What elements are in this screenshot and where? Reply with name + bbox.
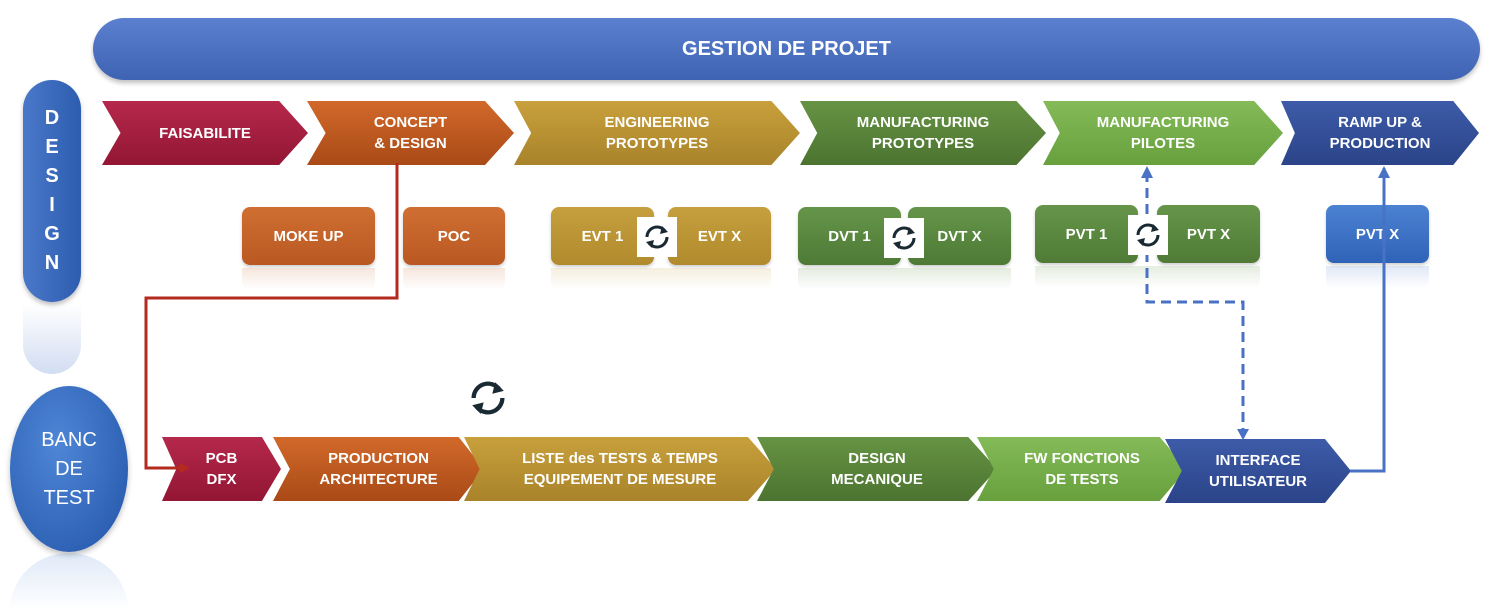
step-label: FW FONCTIONS [1024,450,1140,467]
phase-label: FAISABILITE [159,124,251,142]
card-pvt-x-ramp: PVT X [1326,205,1429,263]
step-interface-utilisateur: INTERFACE UTILISATEUR [1165,439,1351,503]
design-letter: N [44,252,60,274]
card-label: DVT 1 [828,227,871,245]
step-label-line2: ARCHITECTURE [319,471,438,488]
phase-ramp-up-production: RAMP UP & PRODUCTION [1281,101,1479,165]
banner-title: GESTION DE PROJET [682,37,891,60]
card-label: PVT X [1355,225,1400,243]
design-letter: S [45,165,59,187]
project-management-banner: GESTION DE PROJET [93,18,1480,80]
step-label-line2: EQUIPEMENT DE MESURE [523,471,717,488]
card-evt-x: EVT X [668,207,771,265]
step-label-line2: DE TESTS [1045,471,1119,488]
design-letter: G [44,223,60,245]
red-connector [144,163,399,473]
design-letter: D [44,107,60,129]
card-label: EVT 1 [581,227,624,245]
step-label: INTERFACE [1215,452,1301,469]
card-dvt-x: DVT X [908,207,1011,265]
card-moke-up: MOKE UP [242,207,375,265]
refresh-cycle-icon [458,375,518,421]
design-letter: I [49,194,55,216]
phase-faisabilite: FAISABILITE [102,101,308,165]
step-fw-fonctions-tests: FW FONCTIONS DE TESTS [977,437,1187,501]
test-bench-side-label: BANC DE TEST [10,386,128,552]
blue-return-connector [1350,166,1390,473]
test-bench-line: DE [55,457,83,480]
step-label-line2: MECANIQUE [831,471,923,488]
phase-label: RAMP UP & [1338,114,1422,131]
test-bench-line: BANC [41,428,97,451]
step-label: DESIGN [848,450,906,467]
phase-label: MANUFACTURING [1096,114,1230,131]
phase-label-line2: PILOTES [1130,135,1196,152]
phase-label: MANUFACTURING [856,114,990,131]
phase-manufacturing-prototypes: MANUFACTURING PROTOTYPES [800,101,1046,165]
step-tests-equipment: LISTE des TESTS & TEMPS EQUIPEMENT DE ME… [464,437,776,501]
card-label: DVT X [937,227,982,245]
phase-label-line2: PROTOTYPES [605,135,709,152]
card-label: MOKE UP [273,227,344,245]
step-design-mecanique: DESIGN MECANIQUE [757,437,997,501]
step-label-line2: DFX [206,471,237,488]
phase-label: CONCEPT [373,114,448,131]
test-bench-line: TEST [43,486,95,509]
step-label: PRODUCTION [328,450,429,467]
card-dvt-1: DVT 1 [798,207,901,265]
step-production-architecture: PRODUCTION ARCHITECTURE [273,437,484,501]
card-evt-1: EVT 1 [551,207,654,265]
phase-manufacturing-pilotes: MANUFACTURING PILOTES [1043,101,1283,165]
card-reflection [242,268,375,290]
design-side-label: D E S I G N [23,80,81,302]
card-reflection [403,268,505,290]
card-reflection [551,268,771,290]
card-label: PVT X [1186,225,1231,243]
blue-dashed-connector [1141,166,1245,438]
refresh-cycle-icon [637,217,677,257]
card-label: PVT 1 [1065,225,1108,243]
card-pvt-1: PVT 1 [1035,205,1138,263]
blue-dashed-arrowhead-down [1237,429,1249,440]
phase-engineering-prototypes: ENGINEERING PROTOTYPES [514,101,800,165]
card-pvt-x: PVT X [1157,205,1260,263]
phase-label-line2: & DESIGN [374,135,447,152]
card-poc: POC [403,207,505,265]
phase-label-line2: PRODUCTION [1329,135,1431,152]
step-label-line2: UTILISATEUR [1208,473,1308,490]
card-reflection [798,268,1011,290]
card-label: EVT X [697,227,742,245]
step-label: PCB [205,450,238,467]
step-label: LISTE des TESTS & TEMPS [522,450,718,467]
phase-label-line2: PROTOTYPES [871,135,975,152]
card-label: POC [437,227,471,245]
refresh-cycle-icon [884,218,924,258]
design-letter: E [45,136,59,158]
phase-label: ENGINEERING [604,114,710,131]
card-reflection [1326,266,1429,288]
phase-concept-design: CONCEPT & DESIGN [307,101,514,165]
refresh-cycle-icon [1128,215,1168,255]
